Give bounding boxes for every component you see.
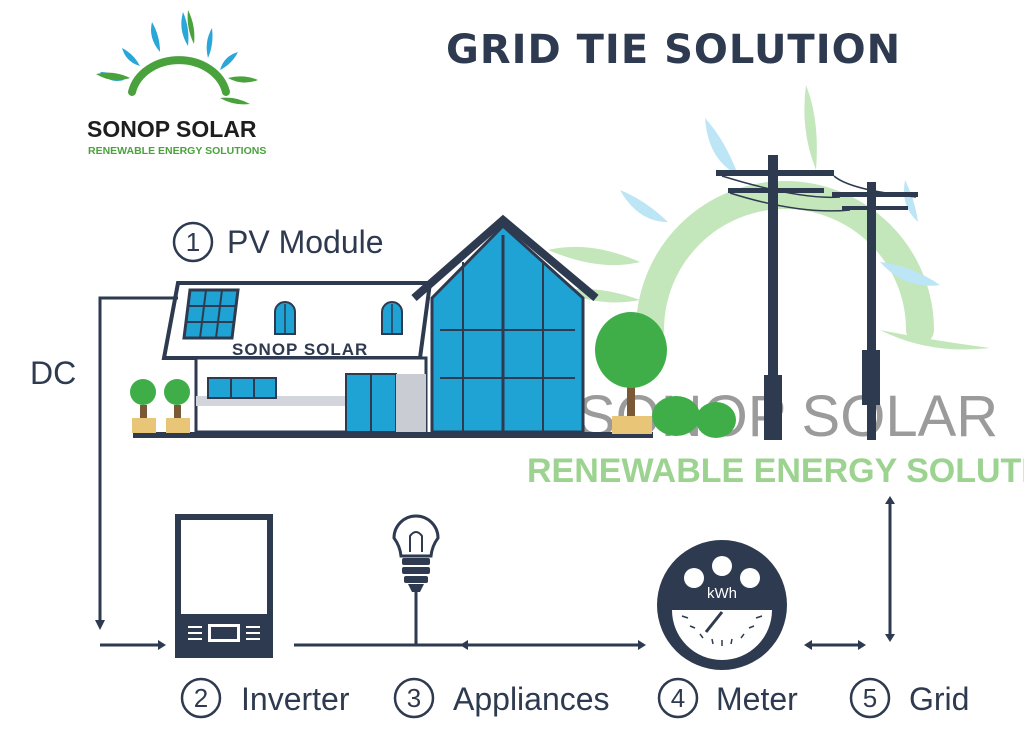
ground-line bbox=[133, 432, 653, 438]
component-label: Meter bbox=[716, 681, 798, 717]
background-sun-icon bbox=[548, 85, 990, 350]
sun-logo-icon bbox=[96, 10, 258, 105]
light-bulb-icon bbox=[392, 514, 440, 592]
tree-icon bbox=[595, 312, 736, 438]
inverter-icon bbox=[175, 514, 273, 658]
solar-panel-icon bbox=[182, 288, 240, 340]
meter-unit: kWh bbox=[707, 585, 737, 602]
wiring bbox=[95, 296, 895, 650]
meter-icon: kWh bbox=[657, 540, 787, 670]
component-label-meter: 4 Meter bbox=[657, 677, 798, 719]
component-label-inverter: 2 Inverter bbox=[180, 677, 350, 719]
house-sign: SONOP SOLAR bbox=[232, 340, 368, 359]
page-title: GRID TIE SOLUTION bbox=[446, 27, 901, 73]
component-label: Appliances bbox=[453, 681, 610, 717]
component-number: 3 bbox=[407, 683, 421, 713]
watermark-tagline: RENEWABLE ENERGY SOLUTIONS bbox=[527, 452, 1024, 490]
component-label-appliances: 3 Appliances bbox=[393, 677, 610, 719]
component-number: 4 bbox=[671, 683, 685, 713]
component-number: 5 bbox=[863, 683, 877, 713]
component-label-pv-module: 1 PV Module bbox=[172, 221, 384, 263]
tree-icon bbox=[130, 379, 190, 433]
component-label: Inverter bbox=[241, 681, 350, 717]
component-number: 1 bbox=[186, 227, 200, 257]
component-number: 2 bbox=[194, 683, 208, 713]
logo-name: SONOP SOLAR bbox=[87, 116, 257, 142]
logo-tagline: RENEWABLE ENERGY SOLUTIONS bbox=[88, 145, 266, 157]
power-pole-icon bbox=[716, 155, 918, 440]
component-label: Grid bbox=[909, 681, 969, 717]
company-logo: SONOP SOLAR RENEWABLE ENERGY SOLUTIONS bbox=[87, 10, 266, 157]
component-label: PV Module bbox=[227, 224, 384, 260]
dc-label: DC bbox=[30, 355, 76, 391]
component-label-grid: 5 Grid bbox=[849, 677, 969, 719]
